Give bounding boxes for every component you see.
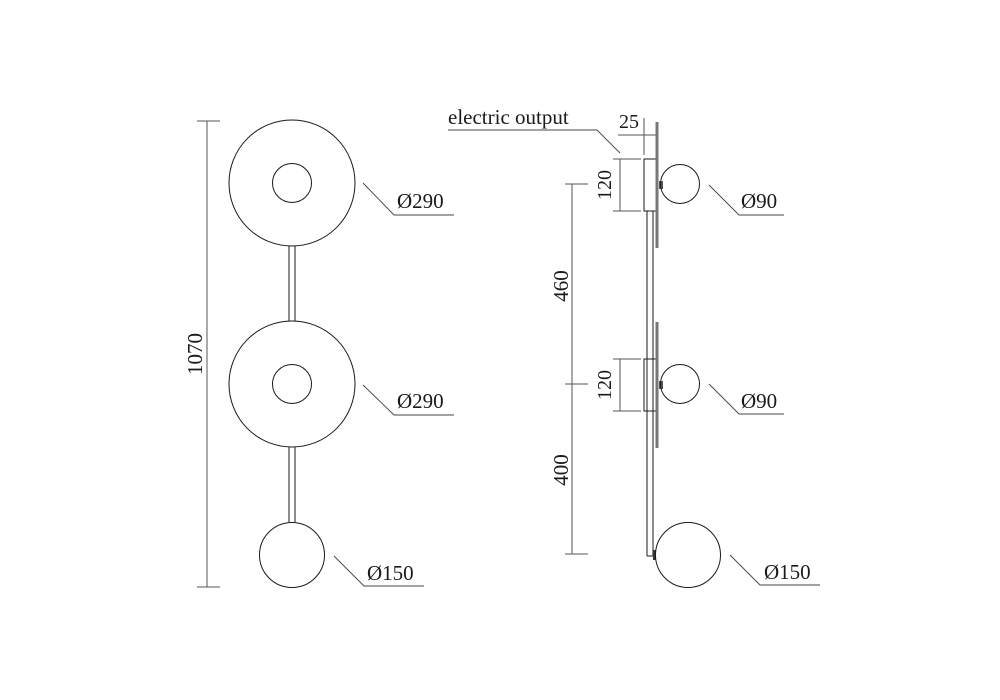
leader-line — [708, 184, 784, 216]
middle-globe — [660, 364, 700, 404]
middle-canopy-dimension: 120 — [594, 358, 641, 412]
side-bottom-globe-diameter-label: Ø150 — [764, 560, 811, 584]
rod-upper — [288, 246, 296, 321]
upper-spacing-label: 460 — [549, 270, 573, 302]
side-bottom-globe — [655, 522, 721, 588]
upper-canopy-dimension: 120 — [594, 158, 641, 212]
side-bottom-globe-callout: Ø150 — [729, 554, 820, 586]
upper-canopy — [643, 122, 700, 248]
lower-spacing-label: 400 — [549, 454, 573, 486]
leader-line — [362, 182, 454, 216]
middle-globe-diameter-label: Ø90 — [741, 389, 777, 413]
depth-label: 25 — [619, 111, 639, 133]
canopy-box — [643, 358, 657, 412]
middle-disc-diameter-label: Ø290 — [397, 389, 444, 413]
globe-socket — [653, 550, 656, 560]
disc-outline — [228, 119, 356, 247]
upper-canopy-height-label: 120 — [594, 170, 616, 200]
middle-disc-callout: Ø290 — [362, 384, 454, 416]
leader-line — [448, 129, 621, 154]
upper-globe-callout: Ø90 — [708, 184, 784, 216]
electric-output-label: electric output — [448, 105, 569, 129]
leader-line — [333, 555, 424, 587]
middle-disc — [228, 320, 356, 448]
bottom-globe-callout: Ø150 — [333, 555, 424, 587]
middle-globe-callout: Ø90 — [708, 383, 784, 415]
overall-height-dimension: 1070 — [183, 120, 220, 588]
upper-globe — [660, 164, 700, 204]
rod-lower — [288, 447, 296, 522]
overall-height-label: 1070 — [183, 333, 207, 375]
spacing-dimension: 460 400 — [549, 183, 588, 555]
side-rod — [646, 211, 654, 557]
leader-line — [362, 384, 454, 416]
bottom-globe-diameter-label: Ø150 — [367, 561, 414, 585]
middle-canopy — [643, 322, 700, 448]
leader-line — [729, 554, 820, 586]
disc-outline — [228, 320, 356, 448]
disc-center-globe — [272, 364, 312, 404]
front-view: 1070 Ø290 Ø290 — [183, 119, 454, 588]
middle-canopy-height-label: 120 — [594, 370, 616, 400]
depth-dimension: 25 — [618, 111, 656, 155]
upper-disc — [228, 119, 356, 247]
electric-output-callout: electric output — [448, 105, 621, 154]
disc-center-globe — [272, 163, 312, 203]
upper-disc-diameter-label: Ø290 — [397, 189, 444, 213]
side-bottom-globe-group — [653, 522, 721, 588]
bottom-globe — [259, 522, 325, 588]
upper-disc-callout: Ø290 — [362, 182, 454, 216]
leader-line — [708, 383, 784, 415]
canopy-box — [643, 158, 657, 212]
side-view: electric output 25 — [448, 105, 820, 588]
upper-globe-diameter-label: Ø90 — [741, 189, 777, 213]
